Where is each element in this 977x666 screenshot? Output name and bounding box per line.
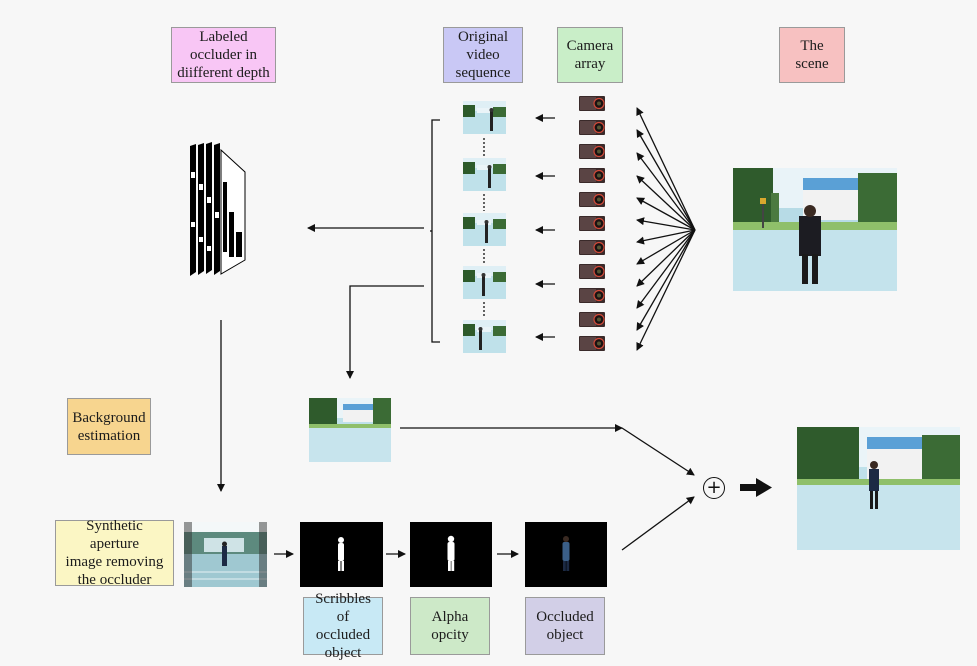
video-frame-3 xyxy=(463,213,506,246)
video-frame-4 xyxy=(463,266,506,299)
background-estimate-photo xyxy=(309,398,391,462)
video-frame-1 xyxy=(463,101,506,134)
plus-glyph: + xyxy=(706,477,722,498)
scene-to-camera-fan xyxy=(636,107,696,351)
label-original-video-sequence: Original video sequence xyxy=(443,27,523,83)
occluder-depth-stack xyxy=(185,142,250,278)
label-camera-array: Camera array xyxy=(557,27,623,83)
alpha-matte-image xyxy=(410,522,492,587)
object-to-plus-arrow xyxy=(621,496,695,551)
scene-photo xyxy=(733,168,897,291)
label-the-scene: The scene xyxy=(779,27,845,83)
video-sequence-bracket xyxy=(431,119,440,343)
label-synthetic-aperture-image: Synthetic aperture image removing the oc… xyxy=(55,518,174,588)
label-occluded-object: Occluded object xyxy=(525,597,605,655)
result-photo xyxy=(797,427,960,550)
occluded-object-image xyxy=(525,522,607,587)
sequence-to-background-arrow xyxy=(346,285,424,379)
video-frame-5 xyxy=(463,320,506,353)
label-alpha-opcity: Alpha opcity xyxy=(410,597,490,655)
combine-plus-symbol: + xyxy=(703,477,725,499)
result-arrow xyxy=(740,478,772,497)
label-labeled-occluder: Labeled occluder in diifferent depth xyxy=(171,27,276,83)
video-frame-2 xyxy=(463,158,506,191)
synthetic-aperture-photo xyxy=(184,522,267,587)
label-background-estimation: Background estimation xyxy=(67,398,151,455)
scribbles-image xyxy=(300,522,383,587)
